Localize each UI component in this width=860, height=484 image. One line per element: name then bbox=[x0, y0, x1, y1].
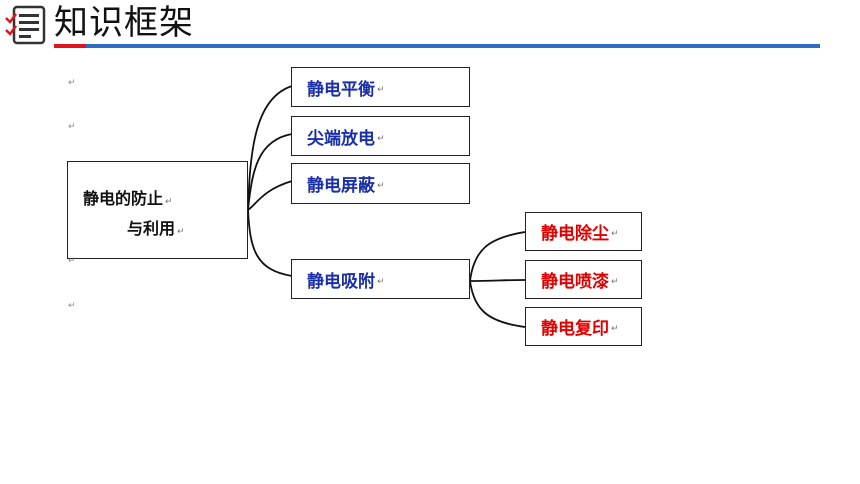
title-rule-accent bbox=[54, 44, 86, 48]
paragraph-mark: ↵ bbox=[68, 122, 76, 132]
root-label-line1: 静电的防止 bbox=[83, 189, 164, 208]
paragraph-mark: ↵ bbox=[177, 227, 185, 237]
sub-branch-label: 静电复印 bbox=[541, 319, 609, 339]
branch-label: 静电平衡 bbox=[307, 79, 375, 100]
root-label-line2: 与利用 bbox=[127, 219, 176, 238]
checklist-icon bbox=[5, 5, 46, 45]
connector-sub-3 bbox=[469, 280, 526, 328]
paragraph-mark: ↵ bbox=[611, 324, 619, 334]
paragraph-mark: ↵ bbox=[377, 133, 385, 144]
branch-label: 静电屏蔽 bbox=[307, 176, 375, 196]
paragraph-mark: ↵ bbox=[68, 301, 76, 311]
branch-node-electrostatic-adsorption: 静电吸附↵ bbox=[291, 259, 470, 299]
connector-sub-2 bbox=[469, 279, 526, 282]
branch-node-electrostatic-equilibrium: 静电平衡↵ bbox=[291, 67, 470, 107]
connector-root-3 bbox=[247, 180, 293, 211]
paragraph-mark: ↵ bbox=[377, 276, 385, 287]
branch-label: 尖端放电 bbox=[307, 128, 375, 149]
paragraph-mark: ↵ bbox=[68, 256, 76, 266]
paragraph-mark: ↵ bbox=[165, 197, 173, 207]
sub-node-dust-removal: 静电除尘↵ bbox=[525, 212, 642, 251]
paragraph-mark: ↵ bbox=[377, 181, 385, 191]
root-node: 静电的防止↵ 与利用↵ bbox=[67, 161, 248, 259]
paragraph-mark: ↵ bbox=[68, 78, 76, 88]
sub-branch-label: 静电喷漆 bbox=[541, 272, 609, 292]
paragraph-mark: ↵ bbox=[377, 84, 385, 95]
connector-root-2 bbox=[247, 133, 293, 211]
page-title: 知识框架 bbox=[54, 3, 194, 43]
branch-label: 静电吸附 bbox=[307, 271, 375, 292]
paragraph-mark: ↵ bbox=[611, 229, 619, 239]
connector-root-4 bbox=[247, 209, 293, 277]
sub-node-spray-painting: 静电喷漆↵ bbox=[525, 260, 642, 299]
sub-branch-label: 静电除尘 bbox=[541, 224, 609, 244]
sub-node-photocopying: 静电复印↵ bbox=[525, 307, 642, 346]
connector-root-1 bbox=[247, 85, 293, 211]
title-rule bbox=[54, 44, 820, 48]
branch-node-electrostatic-shielding: 静电屏蔽↵ bbox=[291, 163, 470, 204]
paragraph-mark: ↵ bbox=[611, 277, 619, 287]
connector-sub-1 bbox=[469, 231, 526, 282]
branch-node-point-discharge: 尖端放电↵ bbox=[291, 116, 470, 156]
